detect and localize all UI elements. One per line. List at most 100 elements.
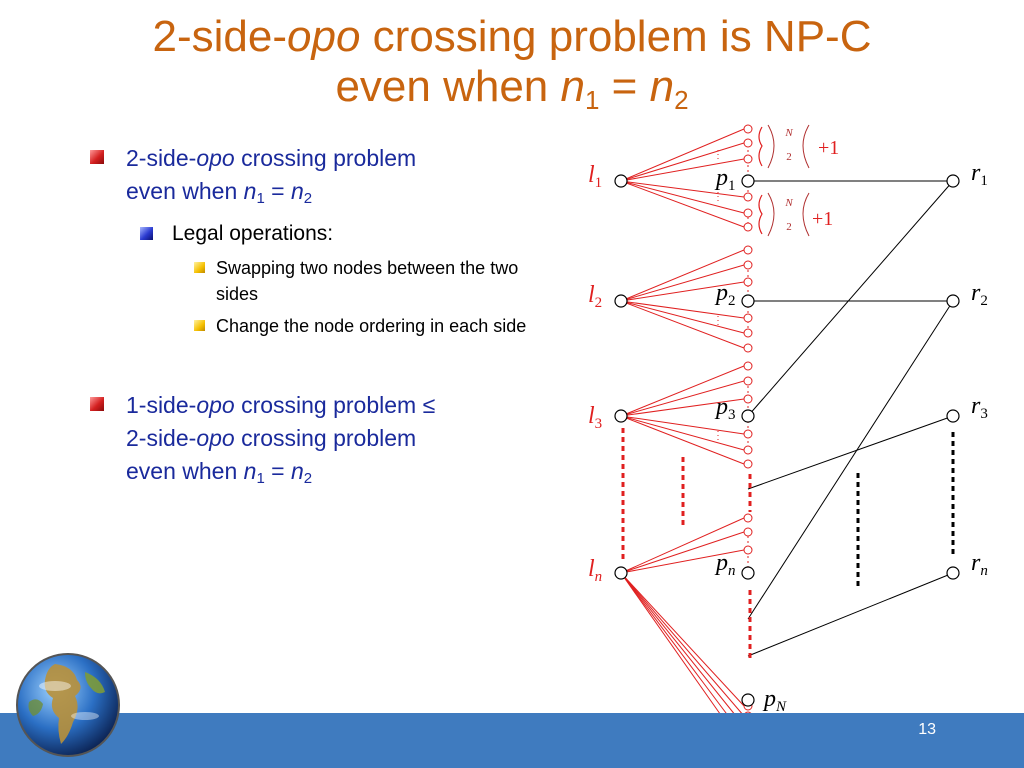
p-node bbox=[741, 693, 755, 707]
left-node-label: l2 bbox=[588, 282, 602, 311]
red-edge bbox=[620, 531, 745, 574]
red-edge bbox=[620, 264, 745, 302]
red-edge bbox=[620, 142, 745, 182]
right-node-label: r1 bbox=[971, 160, 988, 189]
right-node bbox=[946, 174, 960, 188]
p-node-label: pn bbox=[714, 550, 736, 579]
left-node-label: l1 bbox=[588, 162, 602, 191]
black-edge bbox=[747, 572, 954, 657]
red-edge bbox=[620, 517, 745, 574]
red-edge bbox=[620, 180, 745, 214]
bullet-2side: 2-side-opo crossing problem even when n1… bbox=[90, 142, 530, 215]
red-edge bbox=[620, 365, 745, 417]
binom-2: 2 bbox=[786, 151, 792, 163]
blue-square-icon bbox=[140, 227, 153, 240]
p-node bbox=[741, 566, 755, 580]
small-node bbox=[743, 445, 753, 455]
slide-title: 2-side-opo crossing problem is NP-C even… bbox=[152, 12, 872, 115]
red-edge bbox=[620, 415, 745, 451]
small-node bbox=[743, 222, 753, 232]
small-node bbox=[743, 545, 753, 555]
red-edge bbox=[620, 572, 745, 707]
black-edge bbox=[747, 180, 954, 417]
p-node bbox=[741, 409, 755, 423]
globe-icon bbox=[16, 653, 120, 757]
small-node bbox=[743, 328, 753, 338]
binom-n: N bbox=[784, 127, 793, 139]
yellow-square-icon bbox=[194, 262, 205, 273]
left-node bbox=[614, 174, 628, 188]
red-edge bbox=[620, 572, 745, 727]
binom-n: N bbox=[784, 197, 793, 209]
p-node-label: pN bbox=[762, 686, 787, 715]
p-node bbox=[741, 174, 755, 188]
binom-annotation-bottom: N 2 +1 bbox=[758, 192, 833, 237]
bullet-op-order: Change the node ordering in each side bbox=[90, 313, 530, 339]
small-node bbox=[743, 459, 753, 469]
red-edge bbox=[620, 380, 745, 417]
small-node bbox=[743, 429, 753, 439]
small-node bbox=[743, 138, 753, 148]
right-node bbox=[946, 566, 960, 580]
red-edge bbox=[620, 249, 745, 302]
black-edge bbox=[747, 415, 954, 490]
p-node-label: p3 bbox=[714, 394, 736, 423]
red-edge bbox=[620, 572, 745, 717]
small-node bbox=[743, 245, 753, 255]
red-edge bbox=[620, 415, 745, 435]
bullet-reduction: 1-side-opo crossing problem ≤ 2-side-opo… bbox=[90, 389, 530, 495]
small-node bbox=[743, 527, 753, 537]
p-node-label: p2 bbox=[714, 280, 736, 309]
plus-one-label: +1 bbox=[818, 137, 839, 159]
bullet-list: 2-side-opo crossing problem even when n1… bbox=[90, 142, 530, 495]
small-node bbox=[743, 260, 753, 270]
binom-annotation-top: N 2 +1 bbox=[758, 124, 839, 169]
p-node-label: p1 bbox=[714, 165, 736, 194]
small-node bbox=[743, 154, 753, 164]
right-node bbox=[946, 294, 960, 308]
red-edge bbox=[620, 300, 745, 349]
right-node-label: rn bbox=[971, 550, 988, 579]
red-edge bbox=[620, 398, 745, 417]
small-node bbox=[743, 343, 753, 353]
red-edge bbox=[620, 549, 745, 574]
red-edge bbox=[620, 128, 745, 182]
red-edge bbox=[620, 572, 745, 738]
black-edge bbox=[747, 300, 954, 620]
right-node-label: r3 bbox=[971, 393, 988, 422]
red-edge bbox=[620, 158, 745, 182]
binom-2: 2 bbox=[786, 221, 792, 233]
footer-bar: 13 bbox=[0, 713, 1024, 768]
small-node bbox=[743, 513, 753, 523]
small-node bbox=[743, 277, 753, 287]
yellow-square-icon bbox=[194, 320, 205, 331]
bullet-legal-operations: Legal operations: bbox=[90, 219, 530, 249]
red-edge bbox=[620, 300, 745, 319]
small-node bbox=[743, 361, 753, 371]
p-node bbox=[741, 294, 755, 308]
page-number: 13 bbox=[918, 721, 936, 738]
left-node bbox=[614, 294, 628, 308]
small-node bbox=[743, 192, 753, 202]
small-node bbox=[743, 208, 753, 218]
right-node bbox=[946, 409, 960, 423]
small-node bbox=[743, 394, 753, 404]
left-node bbox=[614, 566, 628, 580]
bullet-op-swap: Swapping two nodes between the two sides bbox=[90, 255, 530, 307]
small-node bbox=[743, 313, 753, 323]
plus-one-label: +1 bbox=[812, 208, 833, 230]
red-edge bbox=[620, 300, 745, 334]
red-square-icon bbox=[90, 150, 104, 164]
left-node-label: l3 bbox=[588, 403, 602, 432]
small-node bbox=[743, 124, 753, 134]
red-square-icon bbox=[90, 397, 104, 411]
red-edge bbox=[620, 180, 745, 228]
right-node-label: r2 bbox=[971, 280, 988, 309]
red-edge bbox=[620, 281, 745, 302]
left-node-label: ln bbox=[588, 556, 602, 585]
red-edge bbox=[620, 180, 745, 198]
red-edge bbox=[620, 415, 745, 465]
left-node bbox=[614, 409, 628, 423]
small-node bbox=[743, 376, 753, 386]
